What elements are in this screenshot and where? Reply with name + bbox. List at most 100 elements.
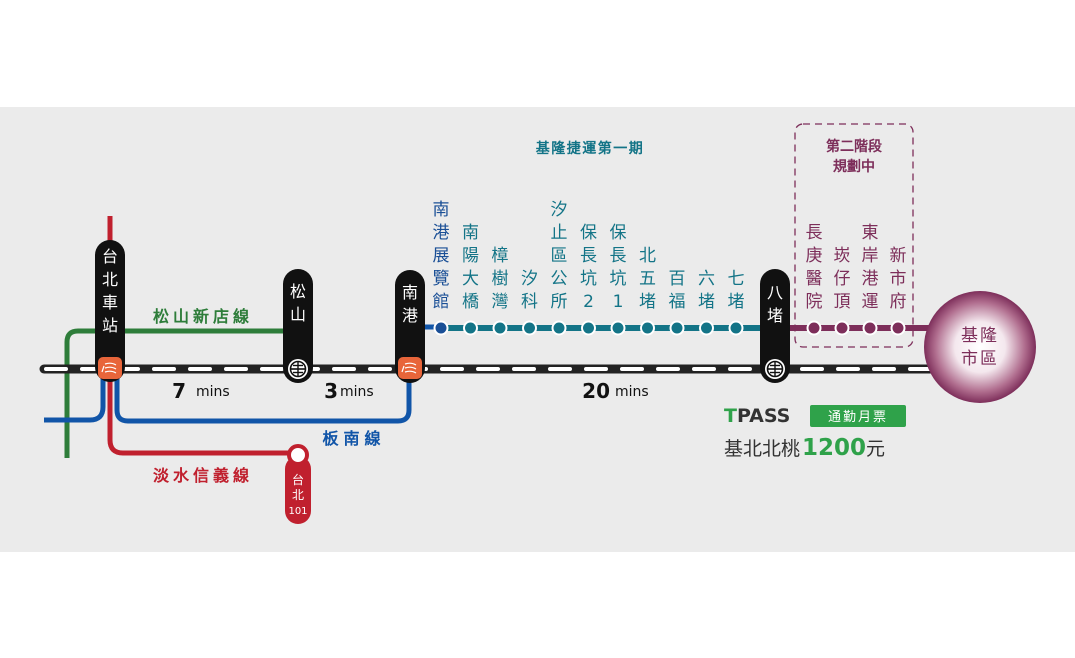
station-name-char: 樹: [492, 269, 509, 289]
station-name-char: 止: [551, 223, 568, 243]
station-name-char: 公: [551, 269, 568, 289]
station-dot: [581, 320, 596, 336]
station-name-char: 坑: [610, 269, 627, 289]
taipei101-number: 101: [288, 506, 307, 517]
hub-station[interactable]: 松山: [283, 269, 313, 383]
phase1-station[interactable]: 七堵: [728, 269, 745, 336]
taipei101-marker: [287, 444, 309, 466]
taipei101-char: 台: [292, 472, 304, 487]
hub-station-char: 八: [767, 283, 783, 302]
station-dot: [699, 320, 714, 336]
station-name-char: 六: [698, 269, 715, 289]
station-name-char: 院: [806, 292, 823, 312]
station-name-char: 頂: [834, 292, 851, 312]
hub-station-pill: [283, 269, 313, 383]
station-dot: [728, 320, 744, 336]
travel-time-unit: mins: [196, 384, 230, 400]
station-name-char: 保: [580, 223, 597, 243]
station-dot: [834, 320, 850, 336]
phase1-station[interactable]: 汐科: [521, 269, 538, 336]
tra-icon: [288, 359, 308, 379]
station-dot: [551, 320, 567, 336]
songshan-xindian-label: 松山新店線: [153, 307, 253, 326]
station-name-char: 府: [890, 292, 907, 312]
travel-time-unit: mins: [340, 384, 374, 400]
taipei101-char: 北: [292, 488, 304, 502]
phase1-station[interactable]: 六堵: [698, 269, 715, 336]
station-name-char: 科: [521, 292, 538, 312]
taipei101-pill: [285, 456, 311, 524]
tpass-logo: TPASS: [724, 405, 790, 427]
terminus-circle: [924, 291, 1036, 403]
station-name-char: 南: [433, 200, 450, 220]
station-dot: [492, 320, 508, 336]
bannan-line-east: [114, 370, 412, 424]
phase2-planning-box: [794, 123, 914, 348]
station-name-char: 長: [580, 246, 597, 266]
station-name-char: 岸: [862, 246, 879, 266]
station-name-char: 醫: [806, 269, 823, 289]
station-dot: [669, 320, 685, 336]
hsr-icon: [98, 357, 122, 379]
phase1-station[interactable]: 北五堵: [639, 246, 656, 336]
station-name-char: 堵: [728, 292, 745, 312]
hub-station-char: 松: [290, 282, 306, 301]
station-name-char: 館: [433, 292, 450, 312]
phase2-title-line1: 第二階段: [826, 138, 882, 155]
travel-time-number: 20: [582, 379, 610, 403]
hub-station[interactable]: 八堵: [760, 269, 790, 383]
songshan-xindian-line: [64, 328, 292, 458]
station-name-char: 七: [728, 269, 745, 289]
station-name-char: 2: [583, 292, 594, 312]
station-name-char: 仔: [834, 269, 851, 289]
station-name-char: 1: [613, 292, 624, 312]
station-name-char: 五: [639, 269, 656, 289]
taipei101-station[interactable]: 台 北 101: [285, 444, 311, 524]
hub-station-pill: [395, 270, 425, 383]
phase1-station[interactable]: 樟樹灣: [492, 246, 509, 336]
station-name-char: 堵: [639, 292, 656, 312]
phase2-title-line2: 規劃中: [833, 158, 875, 175]
phase2-station[interactable]: 崁仔頂: [834, 246, 851, 336]
hub-station-char: 港: [402, 306, 418, 325]
station-name-char: 堵: [698, 292, 715, 312]
hub-station-pill: [95, 240, 125, 382]
station-name-char: 橋: [462, 292, 479, 312]
station-name-char: 所: [551, 292, 568, 312]
station-name-char: 庚: [806, 246, 823, 266]
travel-time-20: 20 mins: [582, 379, 649, 403]
station-name-char: 汐: [521, 269, 538, 289]
station-name-char: 運: [862, 292, 879, 312]
station-name-char: 市: [890, 269, 907, 289]
station-name-char: 長: [610, 246, 627, 266]
hub-station-char: 南: [402, 283, 418, 302]
hub-station-char: 台: [102, 247, 118, 266]
hub-station-pill: [760, 269, 790, 383]
tpass-promo: TPASS 通勤月票 基北北桃1200元: [724, 405, 906, 461]
phase1-station[interactable]: 保長坑 2: [580, 223, 597, 336]
keelung-downtown-terminus[interactable]: 基隆 市區: [924, 291, 1036, 403]
station-dot: [890, 320, 906, 336]
station-name-char: 百: [669, 269, 686, 289]
hub-station[interactable]: 南港: [395, 270, 425, 383]
station-name-char: 坑: [580, 269, 597, 289]
tamsui-xinyi-label: 淡水信義線: [153, 466, 253, 485]
station-name-char: 汐: [551, 200, 568, 220]
hub-station-char: 山: [290, 305, 306, 324]
station-name-char: 覽: [433, 269, 450, 289]
phase2-station[interactable]: 新市府: [890, 246, 907, 336]
phase1-station[interactable]: 百福: [669, 269, 686, 336]
station-dot: [433, 320, 449, 336]
station-name-char: 展: [433, 246, 450, 266]
station-name-char: 大: [462, 269, 479, 289]
travel-time-7: 7 mins: [172, 379, 230, 403]
station-name-char: 樟: [492, 246, 509, 266]
